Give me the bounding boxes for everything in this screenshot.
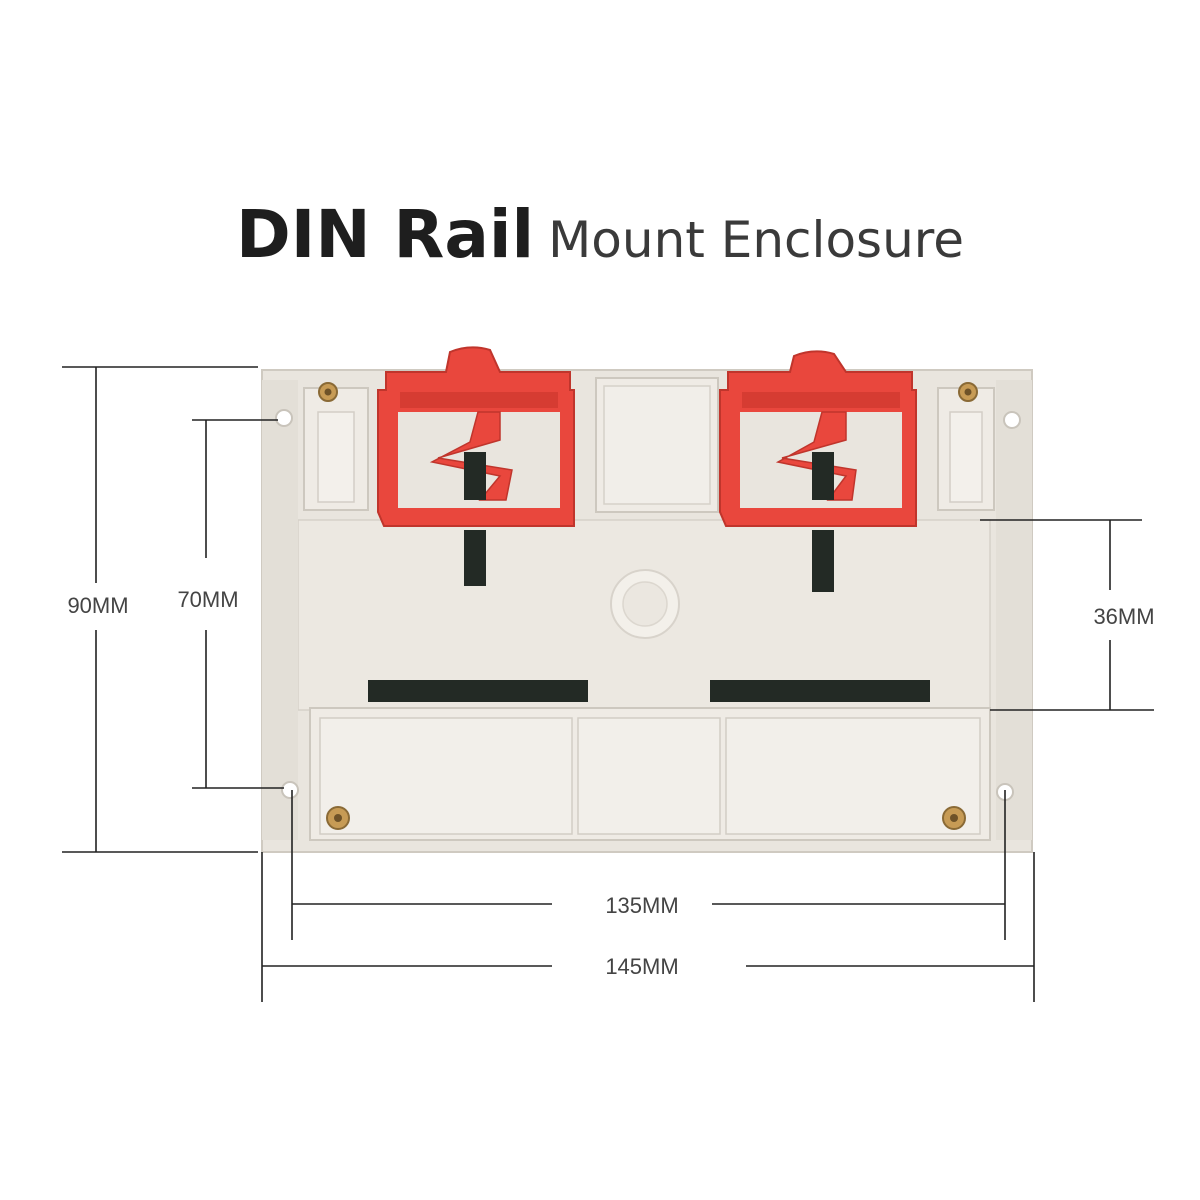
mount-hole-top-right xyxy=(1003,411,1021,429)
mount-hole-top-left xyxy=(275,409,293,427)
bottom-slots xyxy=(309,707,991,841)
din-clip-right xyxy=(719,350,917,527)
dim-label-36mm: 36MM xyxy=(1093,604,1154,629)
din-clip-left xyxy=(377,346,575,527)
dim-label-145mm: 145MM xyxy=(605,954,678,979)
dim-label-70mm: 70MM xyxy=(177,587,238,612)
top-slots xyxy=(303,377,995,513)
dim-label-135mm: 135MM xyxy=(605,893,678,918)
title-bold: DIN Rail xyxy=(236,196,535,273)
title-light: Mount Enclosure xyxy=(548,211,964,269)
mount-hole-bottom-left xyxy=(281,781,299,799)
dim-label-90mm: 90MM xyxy=(67,593,128,618)
pcb-windows xyxy=(368,530,930,702)
brass-inserts xyxy=(318,382,978,830)
dimension-lines xyxy=(62,366,1154,1002)
center-boss xyxy=(610,569,680,639)
